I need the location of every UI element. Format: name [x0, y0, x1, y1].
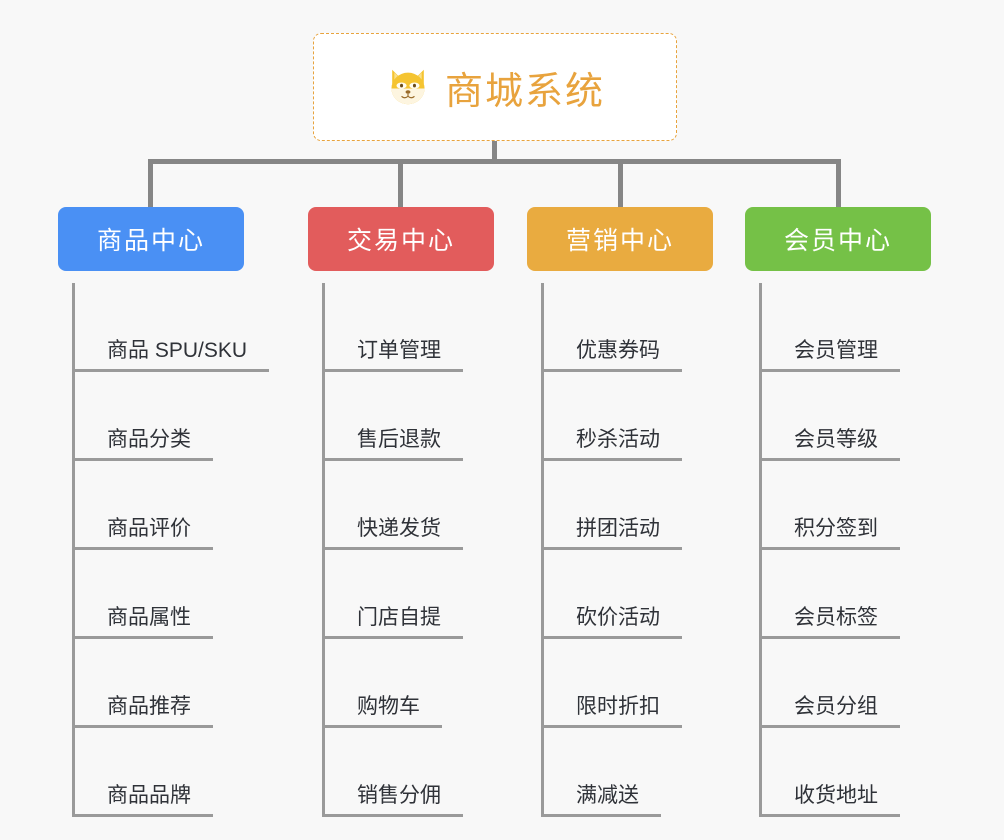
leaf-label: 销售分佣 [325, 784, 463, 817]
leaf-label: 门店自提 [325, 606, 463, 639]
connector-drop-2 [398, 159, 403, 208]
leaf-item[interactable]: 会员分组 [762, 639, 931, 728]
connector-drop-1 [148, 159, 153, 208]
leaf-label: 快递发货 [325, 517, 463, 550]
leaf-list-1: 商品 SPU/SKU 商品分类 商品评价 商品属性 商品推荐 商品品牌 [72, 283, 270, 817]
leaf-label: 满减送 [544, 784, 661, 817]
leaf-label: 会员等级 [762, 428, 900, 461]
leaf-label: 限时折扣 [544, 695, 682, 728]
leaf-label: 会员管理 [762, 339, 900, 372]
leaf-label: 商品分类 [75, 428, 213, 461]
branch-header-label-4: 会员中心 [783, 227, 892, 255]
leaf-item[interactable]: 商品评价 [75, 461, 244, 550]
leaf-label: 购物车 [325, 695, 442, 728]
connector-stem [492, 141, 497, 164]
leaf-item[interactable]: 快递发货 [325, 461, 494, 550]
leaf-label: 商品属性 [75, 606, 213, 639]
dog-face-icon [385, 64, 431, 110]
leaf-label: 积分签到 [762, 517, 900, 550]
leaf-item[interactable]: 收货地址 [762, 728, 931, 817]
leaf-item[interactable]: 砍价活动 [544, 550, 713, 639]
leaf-label: 会员分组 [762, 695, 900, 728]
branch-column-3: 营销中心 优惠券码 秒杀活动 拼团活动 砍价活动 限时折扣 满减送 [527, 207, 713, 817]
leaf-item[interactable]: 售后退款 [325, 372, 494, 461]
branch-header-label-2: 交易中心 [346, 227, 455, 255]
leaf-label: 订单管理 [325, 339, 463, 372]
leaf-label: 优惠券码 [544, 339, 682, 372]
connector-drop-3 [618, 159, 623, 208]
leaf-item[interactable]: 会员等级 [762, 372, 931, 461]
branch-header-1[interactable]: 商品中心 [58, 207, 244, 271]
leaf-item[interactable]: 积分签到 [762, 461, 931, 550]
leaf-item[interactable]: 满减送 [544, 728, 713, 817]
leaf-label: 售后退款 [325, 428, 463, 461]
leaf-label: 拼团活动 [544, 517, 682, 550]
branch-header-4[interactable]: 会员中心 [745, 207, 931, 271]
root-title: 商城系统 [444, 70, 605, 113]
leaf-item[interactable]: 订单管理 [325, 283, 494, 372]
branch-header-label-1: 商品中心 [96, 227, 205, 255]
branch-column-2: 交易中心 订单管理 售后退款 快递发货 门店自提 购物车 销售分佣 [308, 207, 494, 817]
branch-header-3[interactable]: 营销中心 [527, 207, 713, 271]
leaf-label: 商品推荐 [75, 695, 213, 728]
leaf-label: 收货地址 [762, 784, 900, 817]
leaf-label: 会员标签 [762, 606, 900, 639]
leaf-item[interactable]: 优惠券码 [544, 283, 713, 372]
leaf-label: 砍价活动 [544, 606, 682, 639]
leaf-item[interactable]: 商品 SPU/SKU [75, 283, 270, 372]
leaf-item[interactable]: 会员标签 [762, 550, 931, 639]
branch-header-2[interactable]: 交易中心 [308, 207, 494, 271]
leaf-label: 商品品牌 [75, 784, 213, 817]
leaf-item[interactable]: 会员管理 [762, 283, 931, 372]
connector-horizontal-bar [148, 159, 841, 164]
leaf-item[interactable]: 商品推荐 [75, 639, 244, 728]
leaf-item[interactable]: 销售分佣 [325, 728, 494, 817]
leaf-item[interactable]: 商品品牌 [75, 728, 244, 817]
leaf-item[interactable]: 秒杀活动 [544, 372, 713, 461]
branch-column-4: 会员中心 会员管理 会员等级 积分签到 会员标签 会员分组 收货地址 [745, 207, 931, 817]
leaf-label: 商品 SPU/SKU [75, 339, 270, 372]
leaf-item[interactable]: 商品属性 [75, 550, 244, 639]
connector-drop-4 [836, 159, 841, 208]
leaf-list-2: 订单管理 售后退款 快递发货 门店自提 购物车 销售分佣 [322, 283, 494, 817]
branch-column-1: 商品中心 商品 SPU/SKU 商品分类 商品评价 商品属性 商品推荐 商品品牌 [58, 207, 270, 817]
leaf-item[interactable]: 购物车 [325, 639, 494, 728]
leaf-item[interactable]: 拼团活动 [544, 461, 713, 550]
leaf-item[interactable]: 限时折扣 [544, 639, 713, 728]
leaf-item[interactable]: 门店自提 [325, 550, 494, 639]
leaf-label: 秒杀活动 [544, 428, 682, 461]
leaf-list-3: 优惠券码 秒杀活动 拼团活动 砍价活动 限时折扣 满减送 [541, 283, 713, 817]
leaf-label: 商品评价 [75, 517, 213, 550]
leaf-list-4: 会员管理 会员等级 积分签到 会员标签 会员分组 收货地址 [759, 283, 931, 817]
leaf-item[interactable]: 商品分类 [75, 372, 244, 461]
root-node[interactable]: 商城系统 [313, 33, 677, 141]
branch-header-label-3: 营销中心 [565, 227, 674, 255]
